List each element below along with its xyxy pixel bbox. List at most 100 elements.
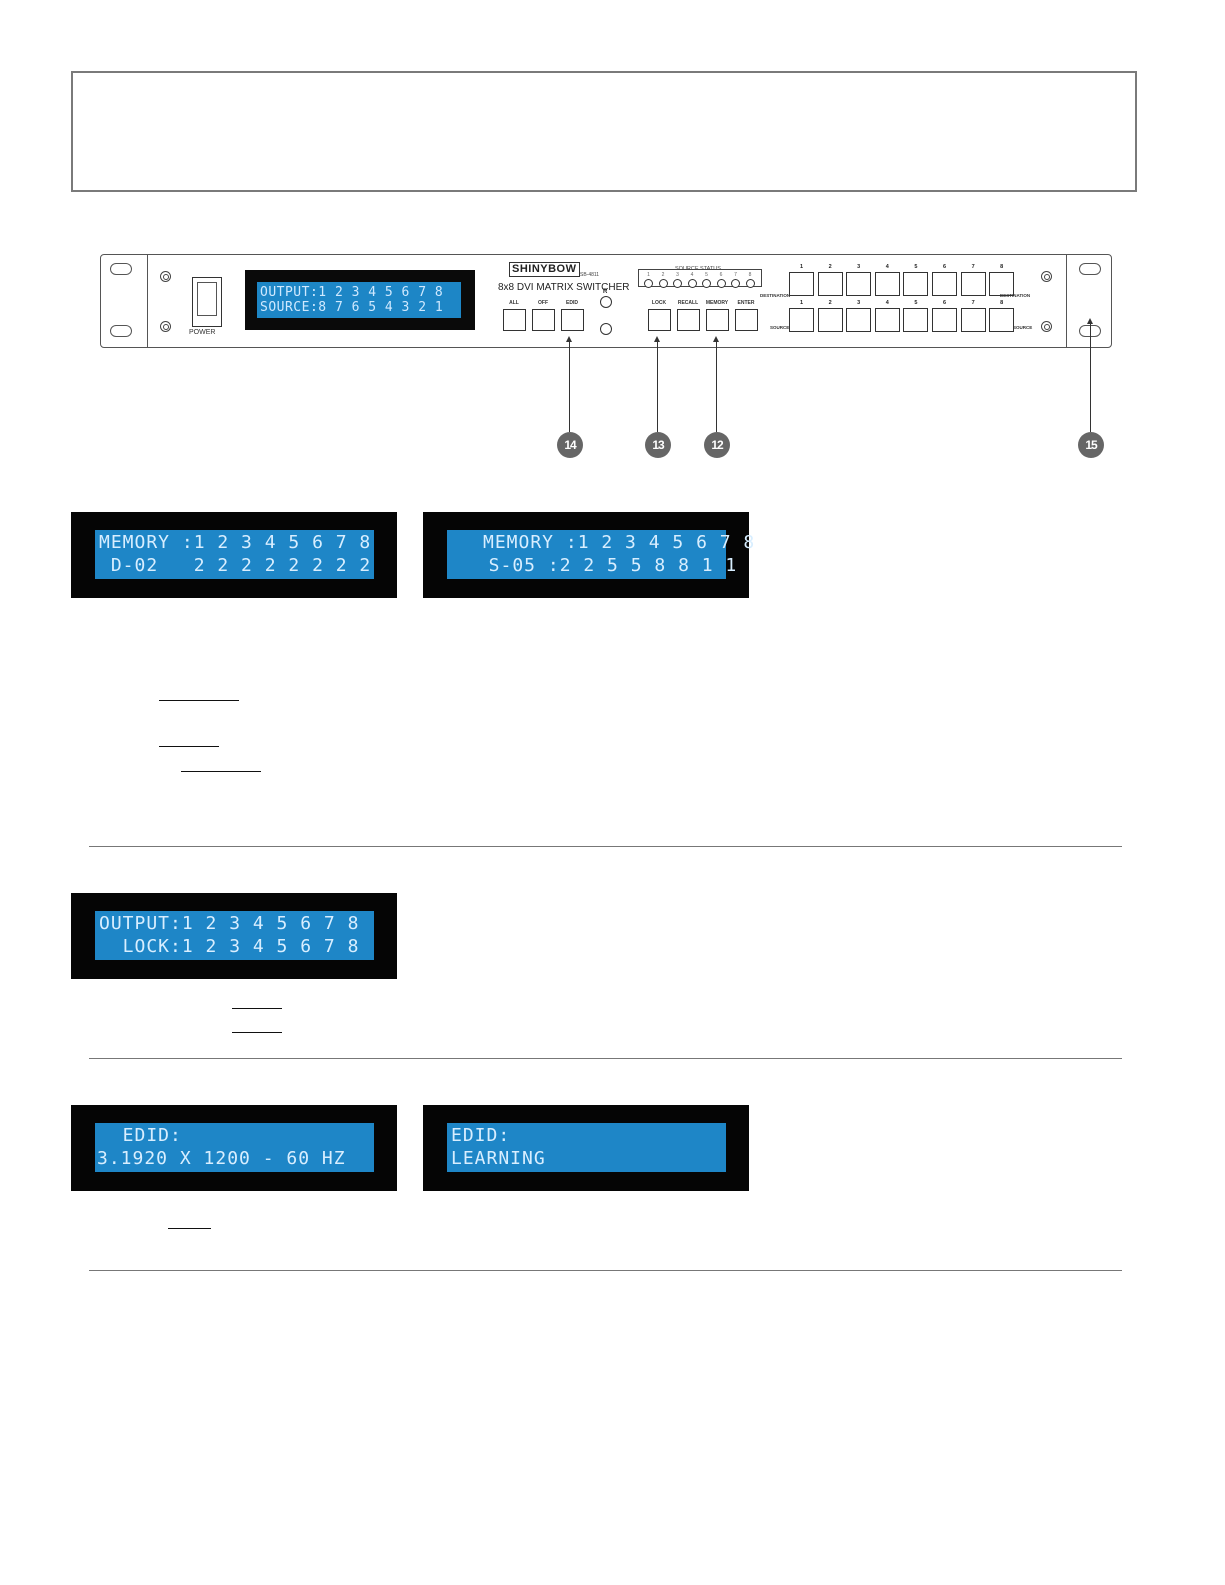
underline xyxy=(232,1008,282,1009)
destination-button-4[interactable] xyxy=(874,272,900,296)
power-label: POWER xyxy=(189,329,216,336)
source-number: 3 xyxy=(857,300,861,306)
destination-button-2[interactable] xyxy=(817,272,843,296)
lcd-line2: D-02 2 2 2 2 2 2 2 2 xyxy=(99,555,372,576)
source-number: 7 xyxy=(971,300,975,306)
right-rack-ear-edge xyxy=(1066,255,1067,347)
arrow-up-icon xyxy=(1087,318,1093,324)
source-status-number: 3 xyxy=(676,272,679,278)
destination-button-3[interactable] xyxy=(846,272,872,296)
memory-button[interactable] xyxy=(706,309,729,331)
source-status-led xyxy=(731,279,740,288)
enter-button[interactable] xyxy=(735,309,758,331)
edid-button[interactable] xyxy=(561,309,584,331)
source-status-led xyxy=(687,279,697,288)
source-number: 6 xyxy=(942,300,947,306)
left-rack-ear-edge xyxy=(147,255,148,347)
source-number: 8 xyxy=(1000,300,1004,306)
all-button[interactable] xyxy=(503,309,526,331)
enter-button-label: ENTER xyxy=(737,300,755,306)
destination-number: 8 xyxy=(1000,264,1004,270)
memory-button-label: MEMORY xyxy=(705,300,729,306)
header-box xyxy=(71,71,1137,192)
source-status-led xyxy=(673,279,682,288)
underline xyxy=(232,1032,282,1033)
memory-source-display: MEMORY :1 2 3 4 5 6 7 8 S-05 :2 2 5 5 8 … xyxy=(423,512,754,598)
all-button-label: ALL xyxy=(509,300,519,306)
underline xyxy=(181,771,261,772)
brand-logo: SHINYBOW xyxy=(509,262,580,277)
rack-slot xyxy=(110,325,132,337)
callout-12: 12 xyxy=(704,432,730,458)
destination-number: 3 xyxy=(857,264,861,270)
callout-13: 13 xyxy=(645,432,671,458)
source-button-7[interactable] xyxy=(960,308,986,332)
front-lcd-line1: OUTPUT:1 2 3 4 5 6 7 8 xyxy=(260,285,444,300)
lcd-line2: S-05 :2 2 5 5 8 8 1 1 xyxy=(465,555,738,576)
destination-button-1[interactable] xyxy=(789,272,814,296)
source-number: 5 xyxy=(914,300,918,306)
callout-15: 15 xyxy=(1078,432,1104,458)
off-button[interactable] xyxy=(532,309,555,331)
front-lcd-line2: SOURCE:8 7 6 5 4 3 2 1 xyxy=(260,300,444,315)
lead-line xyxy=(716,341,717,432)
source-button-1[interactable] xyxy=(789,308,814,332)
destination-label-left: DESTINATION xyxy=(760,293,791,298)
destination-button-7[interactable] xyxy=(960,272,986,296)
destination-number: 4 xyxy=(885,264,889,270)
section-divider xyxy=(89,846,1122,847)
source-button-5[interactable] xyxy=(903,308,929,332)
lcd-line2: 3.1920 X 1200 - 60 HZ xyxy=(97,1148,346,1169)
arrow-up-icon xyxy=(654,336,660,342)
source-status-number: 4 xyxy=(690,272,694,278)
off-button-label: OFF xyxy=(538,300,548,306)
source-status-number: 1 xyxy=(647,272,650,278)
source-status-frame xyxy=(638,269,762,287)
ir-sensor-icon xyxy=(600,296,612,308)
rack-slot xyxy=(1079,263,1101,275)
edid-learning-display: EDID: LEARNING xyxy=(423,1105,749,1191)
destination-button-6[interactable] xyxy=(932,272,957,296)
source-button-2[interactable] xyxy=(817,308,843,332)
product-name: 8x8 DVI MATRIX SWITCHER xyxy=(498,282,630,293)
reset-button[interactable] xyxy=(600,323,612,335)
lcd-line1: MEMORY :1 2 3 4 5 6 7 8 xyxy=(99,532,372,553)
source-button-4[interactable] xyxy=(874,308,900,332)
source-label-right: SOURCE xyxy=(1013,325,1033,330)
arrow-up-icon xyxy=(566,336,572,342)
destination-number: 7 xyxy=(971,264,975,270)
recall-button-label: RECALL xyxy=(677,300,699,306)
screw-icon xyxy=(160,321,171,332)
source-button-8[interactable] xyxy=(989,308,1015,332)
source-number: 4 xyxy=(885,300,889,306)
memory-destination-display: MEMORY :1 2 3 4 5 6 7 8 D-02 2 2 2 2 2 2… xyxy=(71,512,397,598)
source-number: 1 xyxy=(799,300,804,306)
lock-button[interactable] xyxy=(648,309,671,331)
destination-button-8[interactable] xyxy=(989,272,1015,296)
lock-button-label: LOCK xyxy=(651,300,667,306)
source-status-number: 8 xyxy=(748,272,752,278)
arrow-up-icon xyxy=(713,336,719,342)
ir-label: R xyxy=(603,289,608,295)
recall-button[interactable] xyxy=(677,309,700,331)
source-button-6[interactable] xyxy=(932,308,957,332)
source-status-led xyxy=(702,279,711,288)
section-divider xyxy=(89,1058,1122,1059)
lead-line xyxy=(1090,323,1091,432)
destination-button-5[interactable] xyxy=(903,272,929,296)
source-status-number: 2 xyxy=(661,272,665,278)
lcd-line1: MEMORY :1 2 3 4 5 6 7 8 xyxy=(483,532,756,553)
source-button-3[interactable] xyxy=(846,308,872,332)
lock-display: OUTPUT:1 2 3 4 5 6 7 8 LOCK:1 2 3 4 5 6 … xyxy=(71,893,397,979)
power-switch[interactable] xyxy=(192,277,222,327)
source-number: 2 xyxy=(828,300,832,306)
destination-label-right: DESTINATION xyxy=(1000,293,1031,298)
lead-line xyxy=(569,341,570,432)
lcd-line1: EDID: xyxy=(99,1125,182,1146)
source-status-number: 7 xyxy=(734,272,737,278)
source-status-led xyxy=(644,279,653,288)
lead-line xyxy=(657,341,658,432)
model-number: SB-4811 xyxy=(580,272,600,278)
source-status-number: 5 xyxy=(705,272,708,278)
